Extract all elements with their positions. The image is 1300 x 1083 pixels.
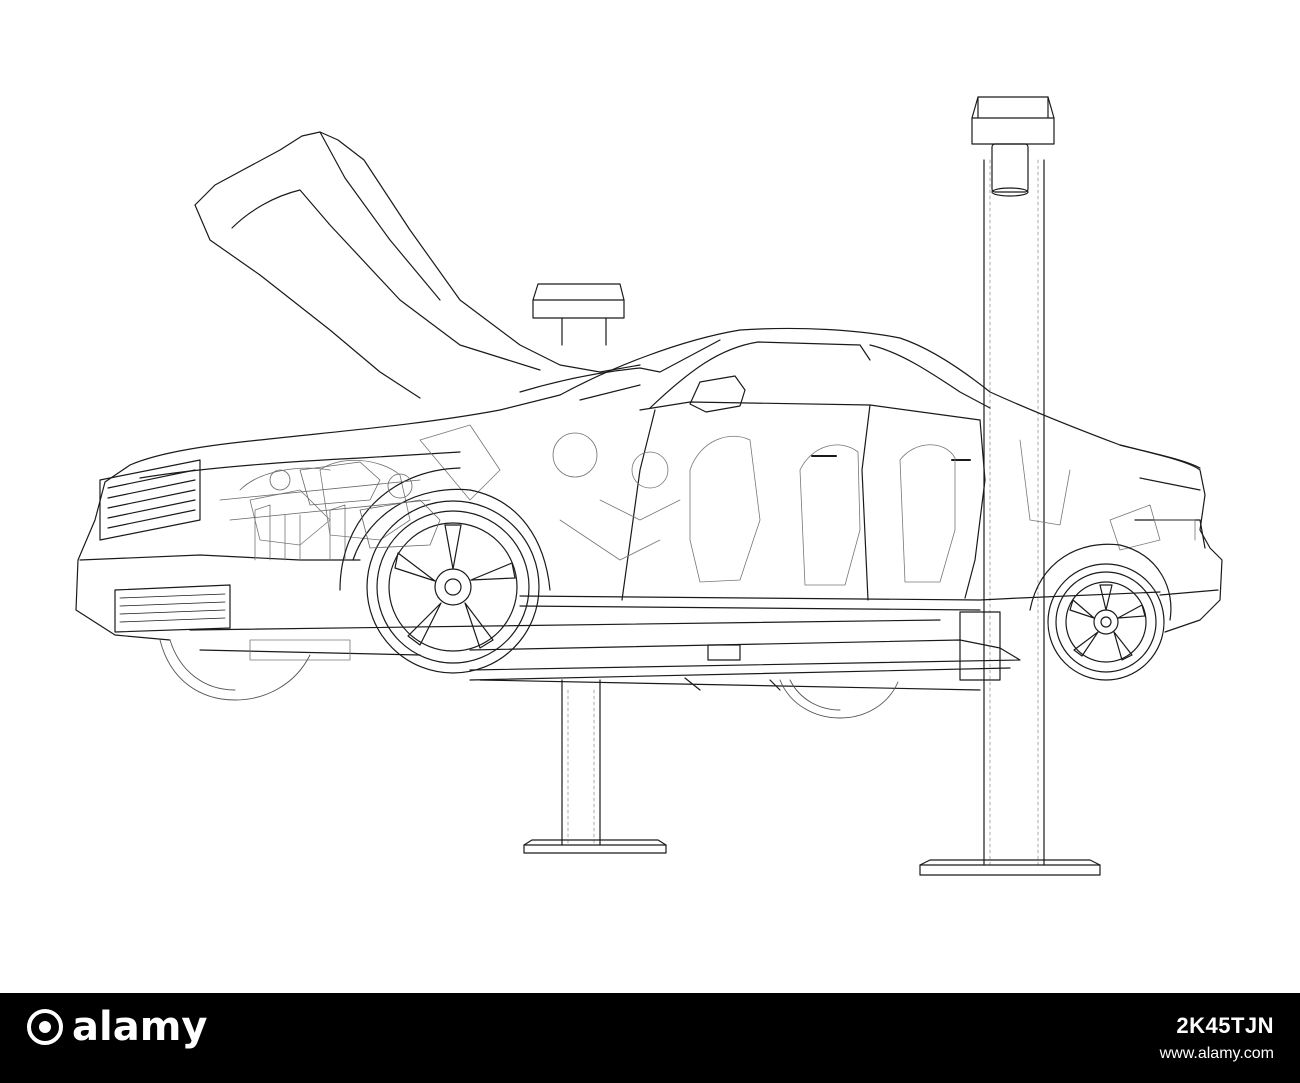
car-lift-wireframe	[75, 96, 1223, 876]
far-side-wheels	[159, 639, 899, 719]
illustration	[75, 96, 1223, 876]
car-hood	[194, 131, 641, 399]
site-url[interactable]: www.alamy.com	[1159, 1045, 1274, 1062]
alamy-logo-icon	[27, 1009, 63, 1045]
lift-arms	[189, 611, 1021, 691]
front-wheel	[339, 467, 551, 674]
brand-logo[interactable]: alamy	[26, 1007, 207, 1047]
front-lift-post	[523, 283, 667, 854]
brand-name: alamy	[72, 1004, 208, 1050]
footer-bar: alamy 2K45TJN www.alamy.com	[0, 993, 1300, 1083]
rear-lift-post	[919, 96, 1101, 876]
car-interior	[249, 424, 1196, 586]
car-body	[75, 327, 1223, 641]
rear-wheel	[1029, 543, 1172, 681]
engine-bay	[219, 461, 441, 549]
image-id: 2K45TJN	[1176, 1013, 1274, 1038]
image-meta: 2K45TJN www.alamy.com	[1160, 1013, 1274, 1063]
